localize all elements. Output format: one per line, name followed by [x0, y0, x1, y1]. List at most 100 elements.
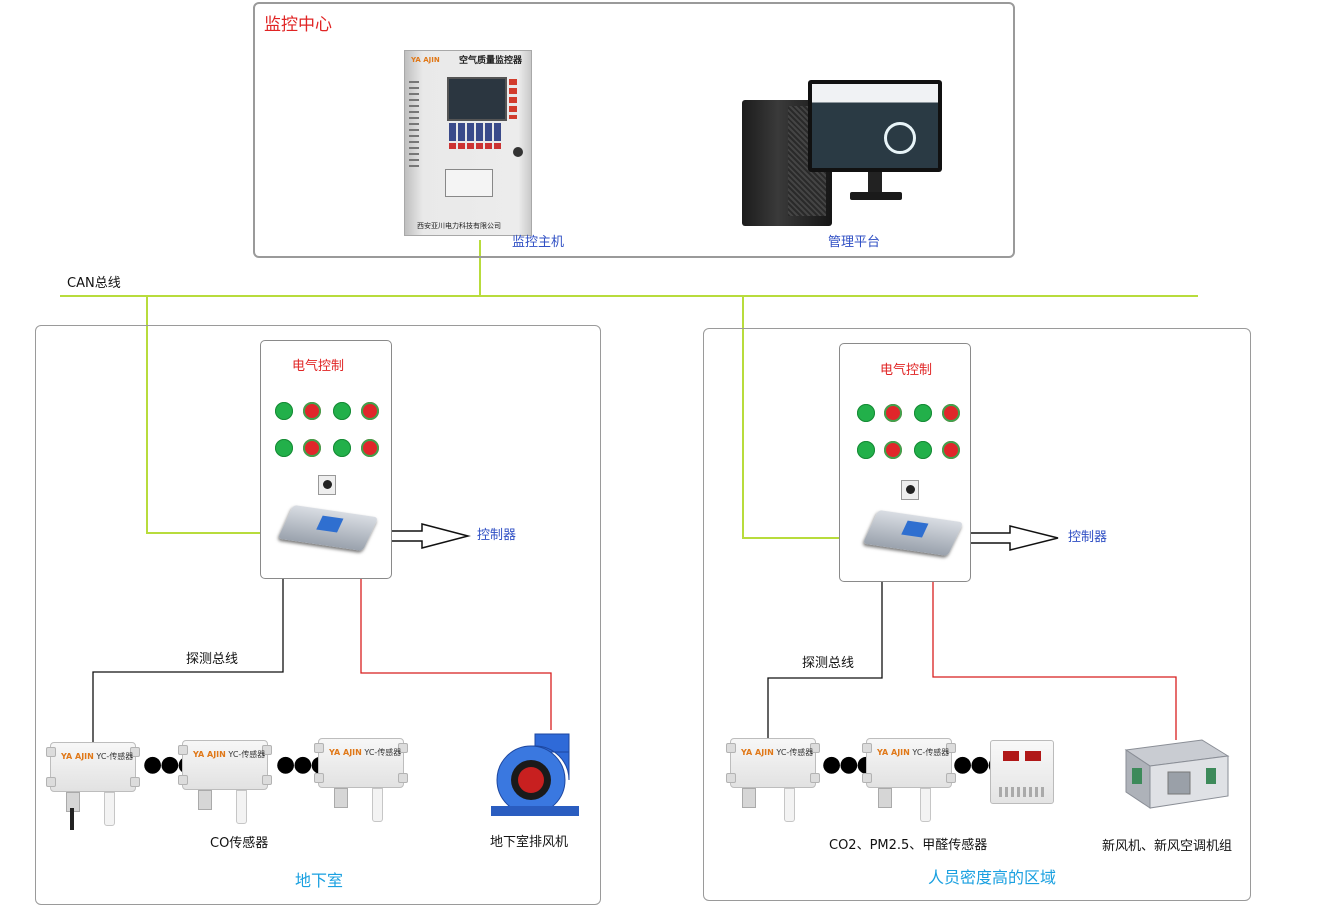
sensor-mount [862, 743, 872, 753]
sensor-mount [862, 773, 872, 783]
display-digits-right [1025, 751, 1041, 761]
device-printer [445, 169, 493, 197]
sensor-mount [726, 773, 736, 783]
basement-area-box [35, 325, 601, 905]
panel-title-left: 电气控制 [292, 359, 345, 374]
indicator-light-icon [303, 402, 321, 420]
plc-controller-icon[interactable] [862, 509, 964, 557]
indicator-light-icon [333, 439, 351, 457]
can-bus-drop-left [146, 296, 282, 534]
indicator-light-icon [884, 404, 902, 422]
air-handling-unit-icon[interactable] [1120, 738, 1232, 814]
rotary-switch-knob [323, 480, 332, 489]
sensor-group-label-left: CO传感器 [210, 836, 269, 851]
sensor-icon[interactable]: YA AJIN YC-传感器 [862, 738, 956, 788]
sensor-mount [726, 743, 736, 753]
monitoring-center-box [253, 2, 1015, 258]
controller-label-right: 控制器 [1068, 530, 1108, 545]
sensor-mount [314, 773, 324, 783]
device-key-switch[interactable] [513, 147, 523, 157]
sensor-mount [130, 777, 140, 787]
indicator-light-icon [942, 441, 960, 459]
panel-title-right: 电气控制 [880, 363, 933, 378]
platform-label: 管理平台 [828, 235, 881, 250]
device-keypad[interactable] [449, 123, 501, 141]
indicator-light-icon [914, 404, 932, 422]
device-footer: 西安亚川电力科技有限公司 [417, 222, 501, 230]
sensor-mount [398, 773, 408, 783]
electrical-control-panel-left: 电气控制 [260, 340, 392, 579]
sensor-mount [178, 745, 188, 755]
detect-bus-right [767, 582, 883, 740]
sensor-model: YA AJIN YC-传感器 [193, 750, 266, 759]
sensor-icon[interactable]: YA AJIN YC-传感器 [726, 738, 820, 788]
can-bus-drop-right [742, 296, 866, 539]
display-sensor-icon[interactable] [990, 740, 1054, 804]
detect-bus-lines [92, 578, 883, 742]
rotary-switch-icon[interactable] [901, 480, 919, 500]
indicator-light-icon [942, 404, 960, 422]
controller-label-left: 控制器 [477, 528, 517, 543]
indicator-light-icon [361, 439, 379, 457]
sensor-mount [262, 745, 272, 755]
sensor-mount [314, 743, 324, 753]
sensor-group-label-right: CO2、PM2.5、甲醛传感器 [829, 838, 988, 853]
device-side-buttons[interactable] [509, 79, 517, 119]
indicator-light-icon [857, 441, 875, 459]
monitor-base [850, 192, 902, 200]
sensor-icon[interactable]: YA AJIN YC-传感器 [178, 740, 272, 790]
sensor-probe [372, 788, 383, 822]
sensor-mount [130, 747, 140, 757]
display-digits-left [1003, 751, 1019, 761]
cable-gland [334, 788, 348, 808]
display-vents [999, 787, 1047, 797]
sensor-mount [810, 773, 820, 783]
desktop-computer-icon[interactable] [740, 80, 945, 226]
monitor-screen [812, 84, 938, 168]
device-brand: YA AJIN [411, 56, 440, 64]
power-line-right [932, 582, 1177, 740]
control-panel-device[interactable]: YA AJIN 空气质量监控器 西安亚川电力科技有限公司 [404, 50, 532, 236]
sensor-mount [810, 743, 820, 753]
device-screen [447, 77, 507, 121]
cable [70, 808, 74, 830]
monitoring-center-title: 监控中心 [264, 15, 332, 35]
sensor-model: YA AJIN YC-传感器 [61, 752, 134, 761]
sensor-icon[interactable]: YA AJIN YC-传感器 [46, 742, 140, 792]
sensor-model: YA AJIN YC-传感器 [877, 748, 950, 757]
sensor-mount [46, 777, 56, 787]
electrical-control-panel-right: 电气控制 [839, 343, 971, 582]
unit-label: 新风机、新风空调机组 [1102, 839, 1233, 854]
sensor-mount [46, 747, 56, 757]
detect-bus-left [92, 578, 284, 742]
indicator-light-icon [857, 404, 875, 422]
sensor-mount [178, 775, 188, 785]
monitor-screen-ring [884, 122, 916, 154]
indicator-light-icon [884, 441, 902, 459]
high-density-area-box [703, 328, 1251, 901]
power-line-left [360, 578, 552, 730]
rotary-switch-icon[interactable] [318, 475, 336, 495]
sensor-mount [946, 773, 956, 783]
rotary-switch-knob [906, 485, 915, 494]
cable-gland [878, 788, 892, 808]
indicator-light-icon [275, 439, 293, 457]
sensor-probe [236, 790, 247, 824]
plc-screen [901, 520, 929, 538]
sensor-mount [946, 743, 956, 753]
detect-bus-label-left: 探测总线 [186, 652, 239, 667]
area-label-right: 人员密度高的区域 [928, 868, 1057, 887]
detect-bus-label-right: 探测总线 [802, 656, 855, 671]
can-bus-lines [60, 240, 1198, 539]
cable-gland [742, 788, 756, 808]
cable-gland [198, 790, 212, 810]
plc-controller-icon[interactable] [277, 504, 379, 552]
monitor-stand [868, 172, 882, 194]
device-keypad-row2[interactable] [449, 143, 501, 149]
sensor-icon[interactable]: YA AJIN YC-传感器 [314, 738, 408, 788]
centrifugal-fan-icon[interactable] [485, 730, 589, 822]
fan-label: 地下室排风机 [490, 835, 569, 850]
device-title: 空气质量监控器 [459, 56, 523, 66]
indicator-light-icon [303, 439, 321, 457]
